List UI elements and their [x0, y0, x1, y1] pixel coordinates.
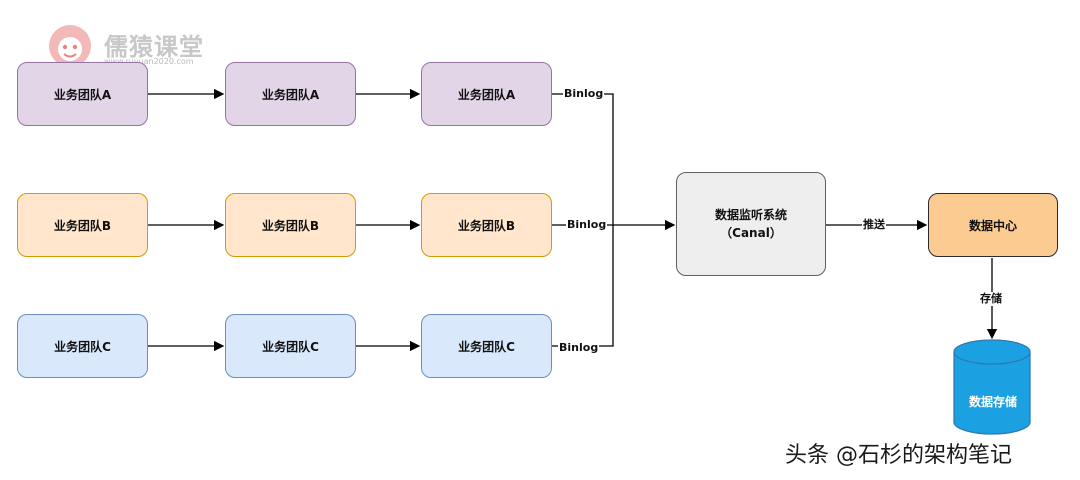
store-label: 存储: [979, 292, 1003, 306]
brand-logo: [40, 20, 220, 76]
watermark: 头条 @石杉的架构笔记: [785, 443, 1012, 468]
brand-url: www.ruyuan2020.com: [104, 57, 194, 66]
push-label: 推送: [862, 218, 886, 232]
team-b-node-3: 业务团队B: [421, 193, 552, 257]
data-storage-label: 数据存储: [968, 395, 1017, 409]
monkey-icon: [49, 25, 91, 67]
team-a-node-2: 业务团队A: [225, 62, 356, 126]
data-center-node: 数据中心: [928, 193, 1058, 257]
team-a-node-3: 业务团队A: [421, 62, 552, 126]
binlog-a-path: [552, 93, 614, 225]
team-c-node-3: 业务团队C: [421, 314, 552, 378]
monitor-system-node: 数据监听系统 （Canal）: [676, 172, 826, 276]
team-b-node-2: 业务团队B: [225, 193, 356, 257]
binlog-c-path: [552, 225, 614, 347]
team-b-node-1: 业务团队B: [17, 193, 148, 257]
monitor-system-subtitle: （Canal）: [720, 226, 782, 240]
team-c-node-1: 业务团队C: [17, 314, 148, 378]
monitor-system-title: 数据监听系统: [714, 208, 787, 222]
brand-name: 儒猿课堂: [104, 33, 204, 61]
storage-cylinder: [953, 339, 1031, 435]
binlog-b-label: Binlog: [566, 218, 608, 232]
binlog-a-label: Binlog: [563, 87, 605, 101]
team-c-node-2: 业务团队C: [225, 314, 356, 378]
team-a-node-1: 业务团队A: [17, 62, 148, 126]
binlog-c-label: Binlog: [558, 341, 600, 355]
